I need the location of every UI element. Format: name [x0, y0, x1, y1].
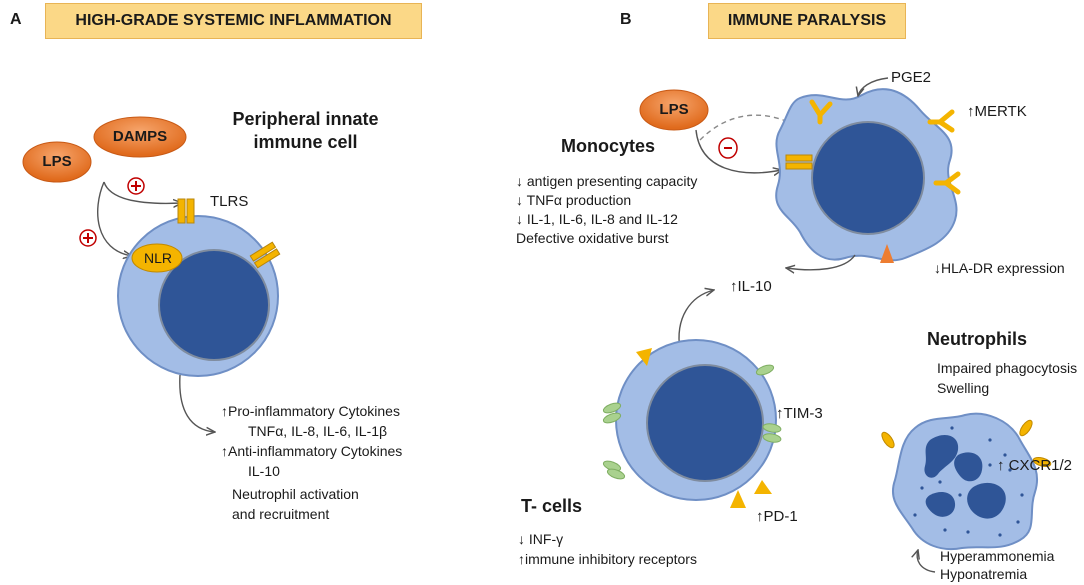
neutrophils-title: Neutrophils [927, 329, 1028, 349]
tim3-receptor [602, 460, 626, 480]
lps-oval-a [22, 141, 92, 183]
lps-label-b: LPS [659, 101, 689, 118]
outcome-line: ↑Pro-inflammatory Cytokines [221, 403, 400, 419]
arrow-pge2 [858, 77, 889, 96]
plus-icon [127, 177, 145, 195]
panel-a-banner: HIGH-GRADE SYSTEMIC INFLAMMATION [45, 3, 422, 39]
cxcr-receptor [1032, 456, 1052, 468]
outcome-line: Neutrophil activation [232, 486, 359, 502]
hla-dr-label: ↓HLA-DR expression [934, 260, 1065, 276]
innate-cell-title: Peripheral innate [232, 109, 379, 129]
arrow-to-tlrs [103, 181, 182, 203]
tlr-receptor [785, 154, 813, 170]
mertk-label: ↑MERTK [967, 103, 1027, 120]
arrow-triggers-neutrophil [917, 550, 936, 573]
arrow-monocyte-il10 [786, 254, 856, 270]
tcell-effect: ↑immune inhibitory receptors [518, 551, 697, 567]
il10-label: ↑IL-10 [730, 278, 772, 295]
neutrophil-nucleus [924, 435, 1006, 519]
pd1-receptor [636, 348, 652, 366]
mertk-receptor [927, 109, 955, 133]
neutrophil-cell [892, 412, 1039, 550]
tim3-label: ↑TIM-3 [776, 405, 823, 422]
neutrophil-trigger: Hyperammonemia [940, 548, 1055, 564]
tcells-title: T- cells [521, 496, 583, 516]
tcell-effect: ↓ INF-γ [518, 531, 564, 547]
monocytes-title: Monocytes [561, 136, 656, 156]
damps-label: DAMPS [112, 128, 168, 145]
lps-oval-b [639, 89, 709, 131]
nlr-receptor [131, 243, 183, 273]
arrow-lps-to-monocyte [695, 129, 782, 173]
innate-cell-nucleus [158, 249, 270, 361]
tlr-receptor [249, 241, 281, 269]
damps-oval [93, 116, 187, 158]
lps-label-a: LPS [42, 153, 72, 170]
panel-a-letter: A [10, 11, 22, 28]
pd1-receptor [754, 480, 772, 494]
hla-dr-marker [880, 244, 894, 263]
tim3-receptor [755, 364, 775, 376]
pd1-label: ↑PD-1 [756, 508, 798, 525]
neutrophil-effect: Swelling [937, 380, 990, 396]
tlrs-label: TLRS [210, 193, 249, 210]
panel-b-letter: B [620, 11, 632, 28]
monocyte-effect: Defective oxidative burst [516, 230, 669, 246]
cxcr-receptor [1019, 419, 1033, 437]
plus-icon [79, 229, 97, 247]
neutrophil-trigger: Hyponatremia [940, 566, 1028, 582]
tim3-receptor [602, 402, 622, 424]
arrow-tcell-il10 [678, 290, 714, 351]
cxcr-label: ↑ CXCR1/2 [997, 457, 1073, 474]
tlr-receptor [177, 198, 195, 224]
tim3-receptor [762, 423, 782, 443]
monocyte-effect: ↓ antigen presenting capacity [516, 173, 698, 189]
mertk-receptor [933, 171, 961, 195]
monocyte-nucleus [811, 121, 925, 235]
neutrophil-effect: Impaired phagocytosis [937, 360, 1078, 376]
outcome-line: ↑Anti-inflammatory Cytokines [221, 443, 403, 459]
mertk-receptor [809, 99, 833, 125]
pge2-label: PGE2 [891, 69, 932, 86]
outcome-line: and recruitment [232, 506, 330, 522]
arrow-to-nlr [97, 181, 132, 256]
t-cell-nucleus [646, 364, 764, 482]
arrow-to-outcomes [179, 374, 215, 432]
neutrophil-granules [913, 426, 1024, 537]
monocyte-effect: ↓ TNFα production [516, 192, 632, 208]
cxcr-receptor [881, 431, 895, 449]
pd1-receptor [730, 490, 746, 508]
monocyte-effect: ↓ IL-1, IL-6, IL-8 and IL-12 [516, 211, 678, 227]
outcome-line: TNFα, IL-8, IL-6, IL-1β [248, 423, 388, 439]
minus-icon [718, 137, 738, 159]
panel-b-banner: IMMUNE PARALYSIS [708, 3, 906, 39]
nlr-label: NLR [144, 250, 173, 266]
outcome-line: IL-10 [248, 463, 280, 479]
innate-cell-title: immune cell [253, 132, 358, 152]
